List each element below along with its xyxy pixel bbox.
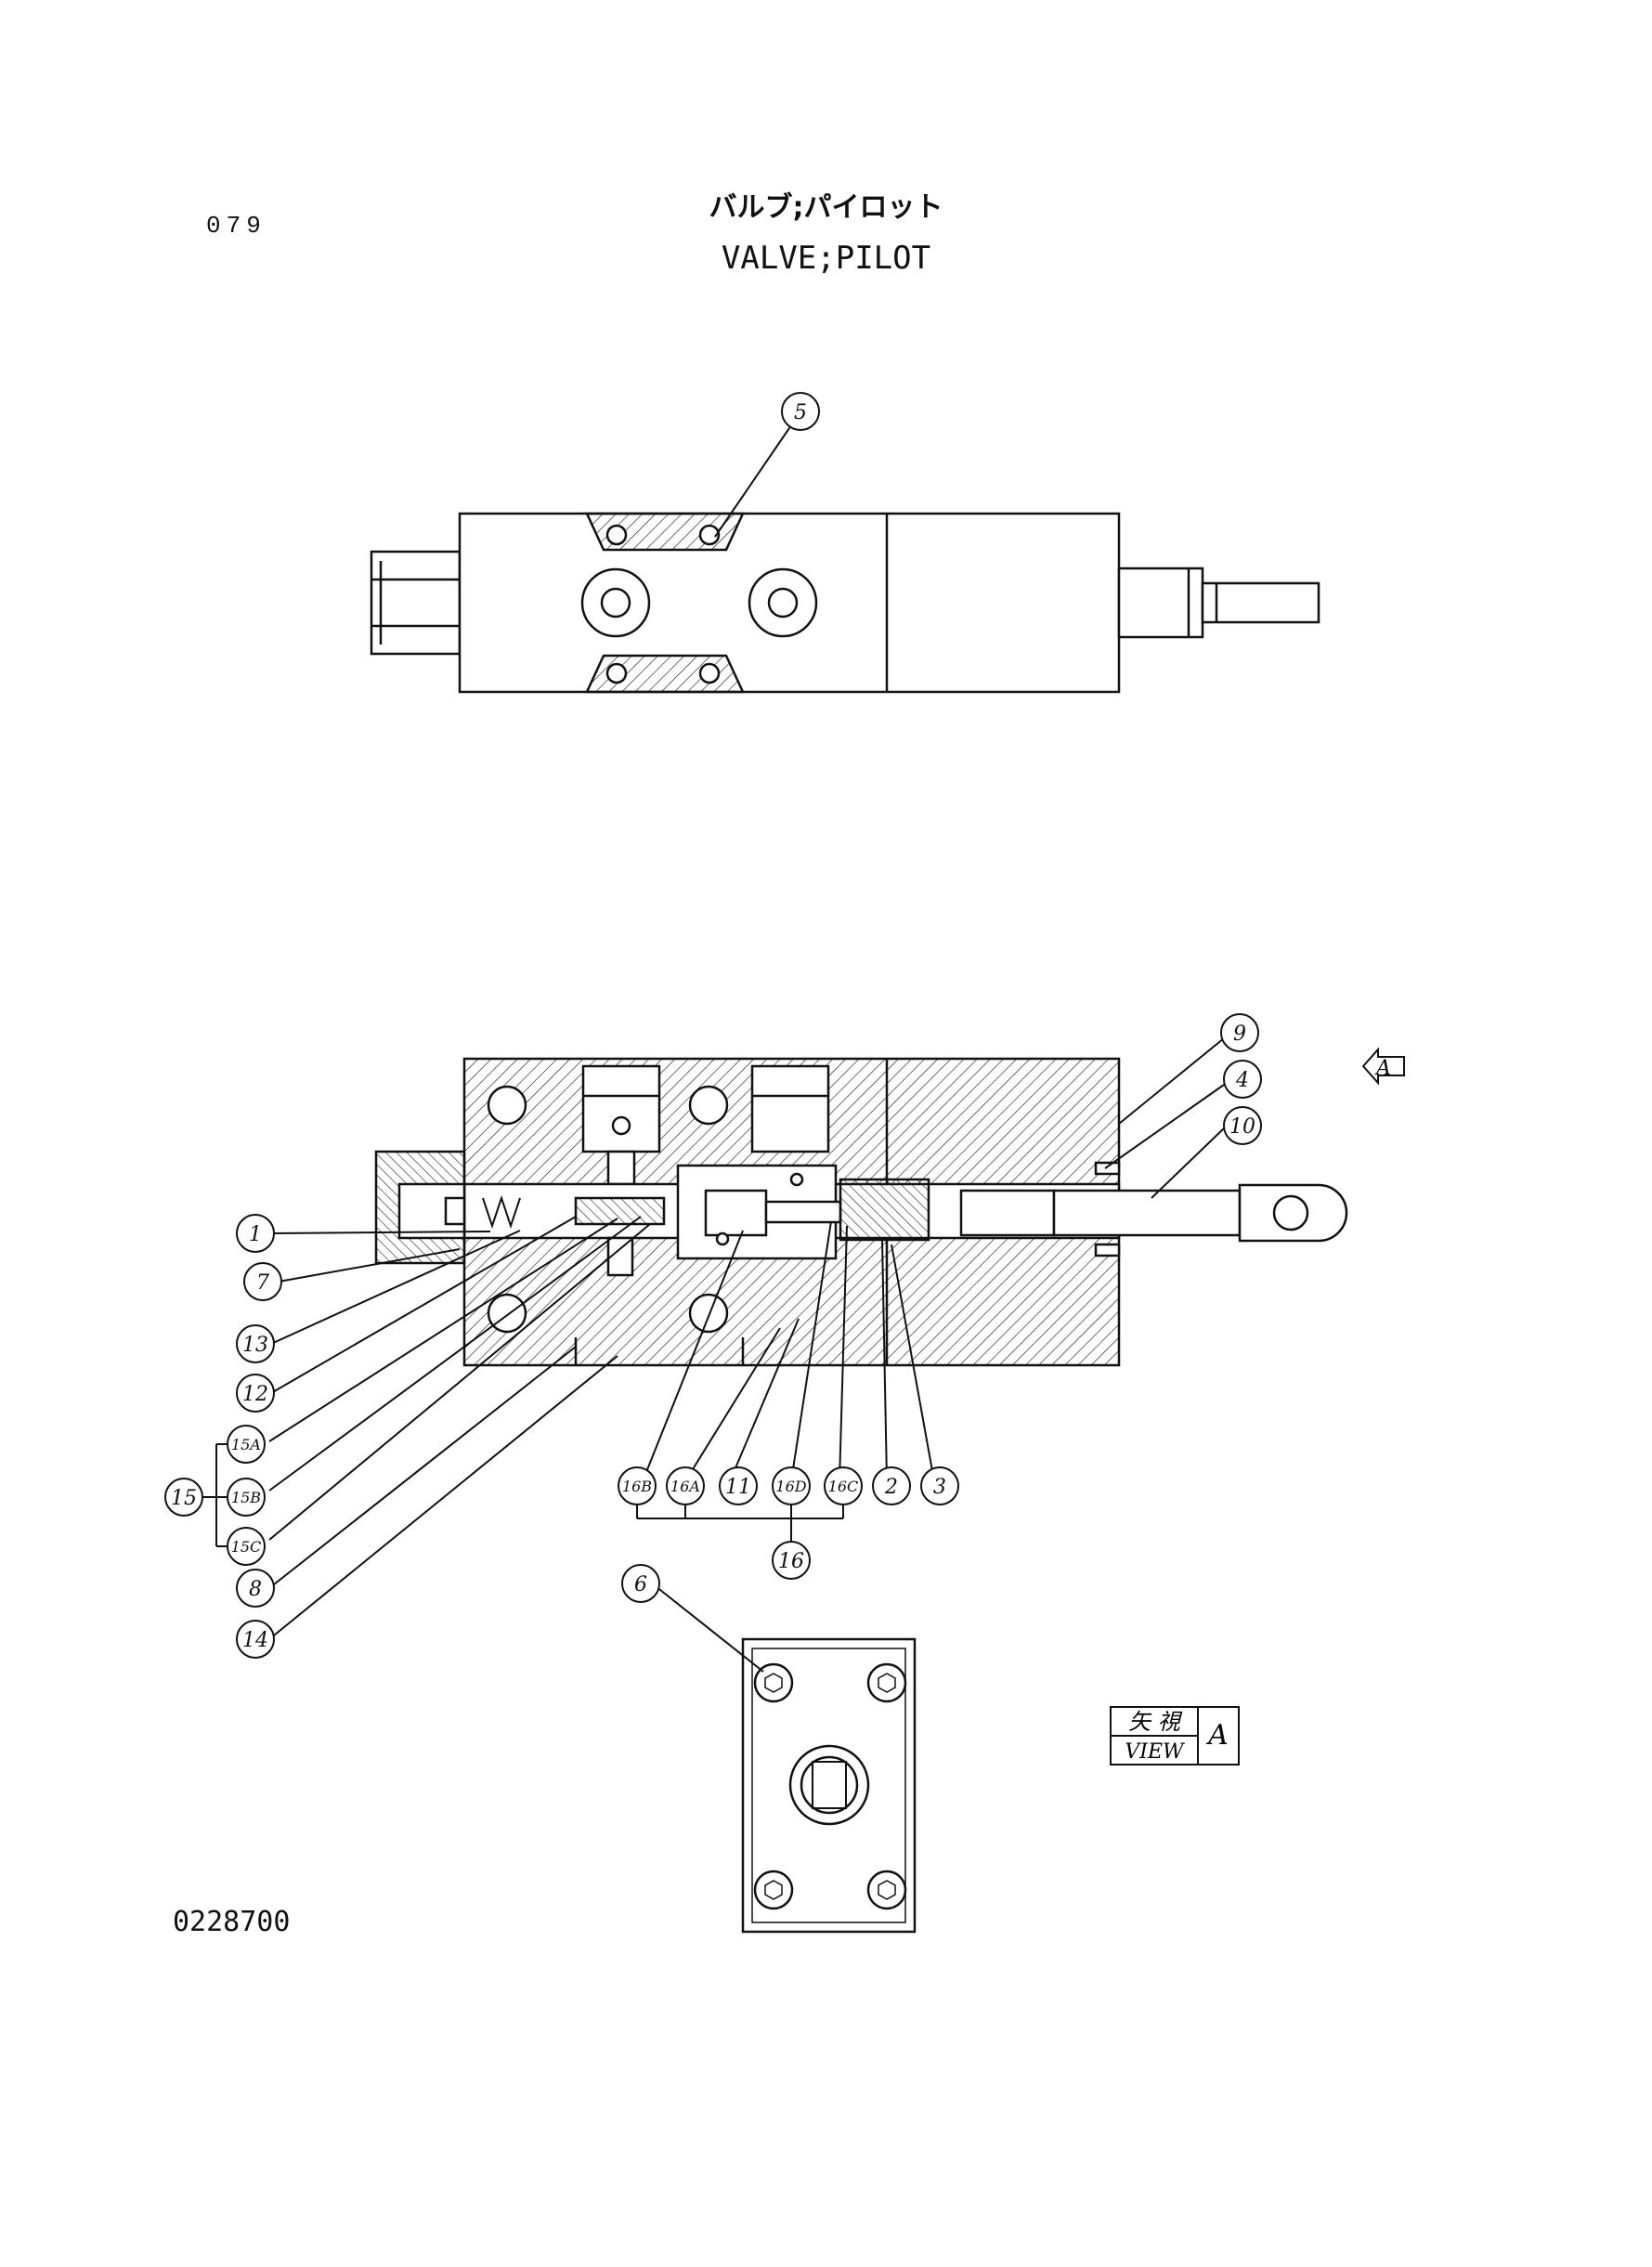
leader-6 bbox=[655, 1585, 764, 1673]
view-label-jp: 矢 視 bbox=[1128, 1709, 1183, 1735]
callout-9: 9 bbox=[1233, 1023, 1246, 1046]
view-label-en: VIEW bbox=[1125, 1740, 1186, 1764]
callout-16c: 16C bbox=[828, 1478, 859, 1495]
callout-10: 10 bbox=[1229, 1115, 1255, 1139]
top-view bbox=[370, 512, 1320, 694]
callout-8: 8 bbox=[249, 1578, 262, 1601]
callout-16b: 16B bbox=[622, 1478, 652, 1495]
view-label-letter: A bbox=[1205, 1719, 1229, 1752]
callout-16d: 16D bbox=[775, 1478, 806, 1495]
callout-5: 5 bbox=[794, 401, 807, 424]
callout-13: 13 bbox=[242, 1334, 268, 1357]
callout-12: 12 bbox=[242, 1383, 268, 1406]
leader-5 bbox=[714, 424, 792, 538]
callout-15c: 15C bbox=[231, 1538, 262, 1556]
section-view bbox=[374, 1057, 1348, 1367]
title-japanese: バルブ;パイロット bbox=[709, 191, 943, 224]
callout-14: 14 bbox=[242, 1629, 268, 1652]
callout-11: 11 bbox=[725, 1476, 751, 1499]
view-a bbox=[741, 1637, 917, 1934]
callout-4: 4 bbox=[1235, 1069, 1249, 1092]
callout-15a: 15A bbox=[231, 1436, 261, 1453]
callout-15: 15 bbox=[171, 1487, 197, 1510]
page-number: 079 bbox=[206, 212, 267, 240]
callout-labels: 5 1 7 13 12 15A 15B 15 15C 8 14 16B 16A … bbox=[171, 401, 1255, 1652]
callout-15b: 15B bbox=[231, 1489, 261, 1506]
view-a-label: 矢 視 VIEW A bbox=[1110, 1706, 1240, 1765]
callout-6: 6 bbox=[634, 1573, 647, 1596]
callouts bbox=[164, 392, 1262, 1659]
title-english: VALVE;PILOT bbox=[721, 240, 931, 277]
callout-16: 16 bbox=[778, 1550, 804, 1573]
callout-1: 1 bbox=[249, 1223, 262, 1246]
view-a-arrow: A bbox=[1361, 1047, 1405, 1086]
leader-lines bbox=[202, 1037, 1225, 1640]
view-arrow-label: A bbox=[1374, 1057, 1391, 1080]
callout-3: 3 bbox=[933, 1476, 946, 1499]
drawing-number: 0228700 bbox=[173, 1906, 291, 1938]
callout-2: 2 bbox=[884, 1476, 898, 1499]
callout-7: 7 bbox=[256, 1271, 269, 1295]
callout-16a: 16A bbox=[670, 1478, 700, 1495]
